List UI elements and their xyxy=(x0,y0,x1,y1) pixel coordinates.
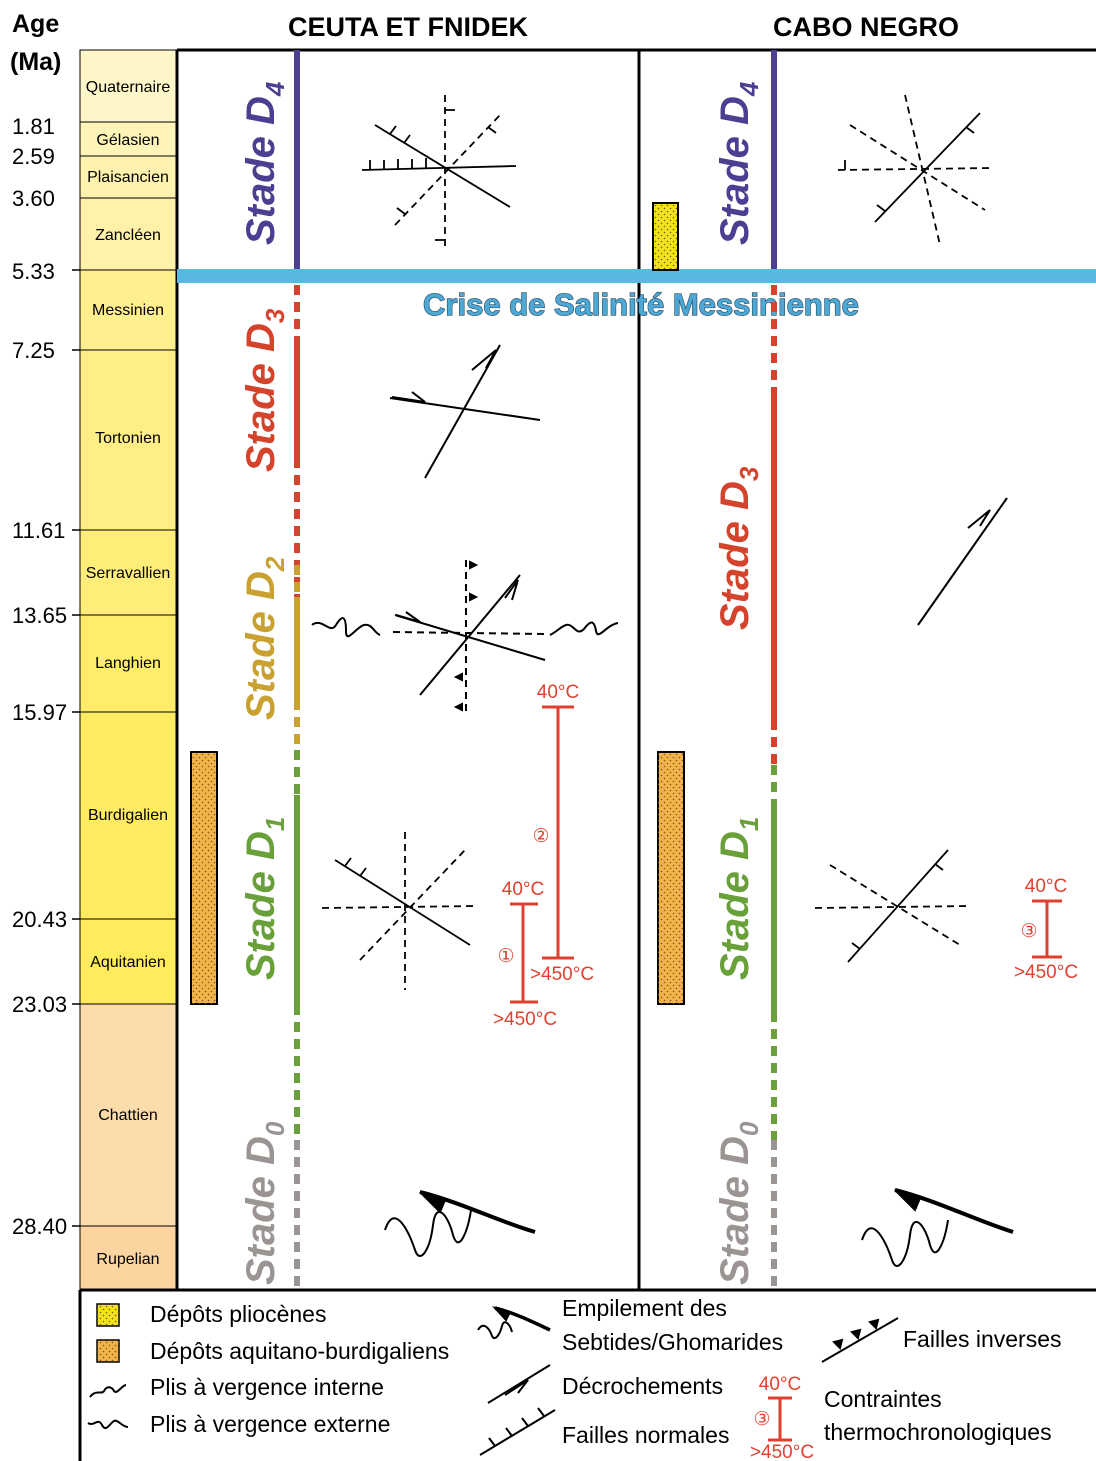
aqui-deposit-dots xyxy=(658,752,684,1004)
d1-fault-symbol-ceuta xyxy=(321,832,479,990)
legend-empilement-label-2: Sebtides/Ghomarides xyxy=(562,1329,783,1355)
legend-faille-normale-icon xyxy=(479,1407,556,1456)
d4-fault-symbol-ceuta xyxy=(361,95,517,250)
age-tick-lines xyxy=(72,269,80,1227)
legend-aqui-label: Dépôts aquitano-burdigaliens xyxy=(150,1338,449,1364)
thermo-constraint-2 xyxy=(542,705,574,960)
age-tick: 2.59 xyxy=(12,144,55,169)
legend-empilement-icon xyxy=(477,1306,551,1340)
stage-d4-cabo: Stade D4 xyxy=(713,81,764,245)
period-label: Zancléen xyxy=(95,227,161,244)
thermo-1-bottom: >450°C xyxy=(493,1009,557,1030)
stage-d0-cabo: Stade D0 xyxy=(713,1121,764,1285)
legend-thermo-top: 40°C xyxy=(759,1374,801,1395)
thermo-2-bottom: >450°C xyxy=(530,964,594,985)
legend-thermo-icon xyxy=(768,1396,792,1442)
thermo-3-num: ③ xyxy=(1020,921,1037,942)
aqui-deposit-dots xyxy=(191,752,217,1004)
legend: Dépôts pliocènes Dépôts aquitano-burdiga… xyxy=(87,1295,1062,1461)
stage-d3-cabo: Stade D3 xyxy=(713,466,764,630)
period-label: Quaternaire xyxy=(86,79,171,96)
legend-thermo-bottom: >450°C xyxy=(750,1442,814,1461)
period-label: Serravallien xyxy=(86,565,170,582)
legend-thermo-num: ③ xyxy=(753,1409,770,1430)
unit-label: (Ma) xyxy=(10,48,61,76)
period-label: Gélasien xyxy=(96,132,159,149)
thermo-1-num: ① xyxy=(497,946,514,967)
thermo-3-bottom: >450°C xyxy=(1014,962,1078,983)
stage-d1-ceuta: Stade D1 xyxy=(239,817,290,980)
thermo-1-top: 40°C xyxy=(502,879,544,900)
thermo-3-top: 40°C xyxy=(1025,876,1067,897)
period-label: Burdigalien xyxy=(88,807,168,824)
d0-nappe-symbol-ceuta xyxy=(384,1190,536,1257)
legend-normales-label: Failles normales xyxy=(562,1422,729,1448)
col2-title: CABO NEGRO xyxy=(773,12,959,42)
legend-decrochement-icon xyxy=(487,1364,551,1404)
thermo-constraint-1 xyxy=(510,902,538,1004)
d4-fault-symbol-cabo xyxy=(837,94,993,246)
period-label: Langhien xyxy=(95,655,161,672)
legend-plis-ext-label: Plis à vergence externe xyxy=(150,1411,390,1437)
age-tick: 11.61 xyxy=(12,518,65,543)
period-label: Tortonien xyxy=(95,430,161,447)
legend-contraintes-label-2: thermochronologiques xyxy=(824,1419,1052,1445)
stage-d2-ceuta: Stade D2 xyxy=(239,556,290,720)
stage-d3-ceuta: Stade D3 xyxy=(239,308,290,472)
legend-plis-interne-icon xyxy=(89,1384,127,1398)
age-label: Age xyxy=(12,10,59,38)
age-labels: 1.81 2.59 3.60 5.33 7.25 11.61 13.65 15.… xyxy=(12,114,67,1239)
legend-plis-int-label: Plis à vergence interne xyxy=(150,1374,384,1400)
timescale xyxy=(79,49,178,1291)
d3-strike-slip-symbol-ceuta xyxy=(389,344,541,479)
col1-title: CEUTA ET FNIDEK xyxy=(288,12,528,42)
legend-empilement-label-1: Empilement des xyxy=(562,1295,727,1321)
age-tick: 20.43 xyxy=(12,907,67,932)
age-tick: 1.81 xyxy=(12,114,55,139)
thermo-constraint-3 xyxy=(1032,899,1062,959)
d2-fault-symbol-ceuta xyxy=(311,560,619,712)
period-label: Plaisancien xyxy=(87,169,169,186)
period-label: Chattien xyxy=(98,1107,158,1124)
legend-plio-label: Dépôts pliocènes xyxy=(150,1301,326,1327)
plio-deposit-dots xyxy=(653,203,678,270)
period-label: Aquitanien xyxy=(90,954,166,971)
age-tick: 3.60 xyxy=(12,186,55,211)
age-tick: 28.40 xyxy=(12,1214,67,1239)
period-label: Rupelian xyxy=(96,1251,159,1268)
period-label: Messinien xyxy=(92,302,164,319)
main-frame xyxy=(78,48,1096,1461)
d1-fault-symbol-cabo xyxy=(814,849,971,963)
crisis-label: Crise de Salinité Messinienne xyxy=(423,287,859,322)
legend-inverses-label: Failles inverses xyxy=(903,1326,1062,1352)
age-tick: 7.25 xyxy=(12,338,55,363)
legend-plis-externe-icon xyxy=(87,1419,129,1430)
d0-nappe-symbol-cabo xyxy=(861,1188,1014,1267)
stage-d1-cabo: Stade D1 xyxy=(713,817,764,980)
legend-decro-label: Décrochements xyxy=(562,1373,723,1399)
period-labels: Quaternaire Gélasien Plaisancien Zanclée… xyxy=(86,79,171,1268)
age-tick: 15.97 xyxy=(12,700,67,725)
age-tick: 5.33 xyxy=(12,259,55,284)
thermo-2-num: ② xyxy=(532,826,549,847)
legend-contraintes-label-1: Contraintes xyxy=(824,1386,942,1412)
age-tick: 13.65 xyxy=(12,603,67,628)
legend-faille-inverse-icon xyxy=(821,1317,899,1363)
stage-d0-ceuta: Stade D0 xyxy=(239,1121,290,1285)
thermo-2-top: 40°C xyxy=(537,682,579,703)
stage-d4-ceuta: Stade D4 xyxy=(239,81,290,245)
age-tick: 23.03 xyxy=(12,992,67,1017)
messinian-crisis-bar xyxy=(177,269,1096,283)
d3-strike-slip-symbol-cabo xyxy=(917,497,1008,626)
